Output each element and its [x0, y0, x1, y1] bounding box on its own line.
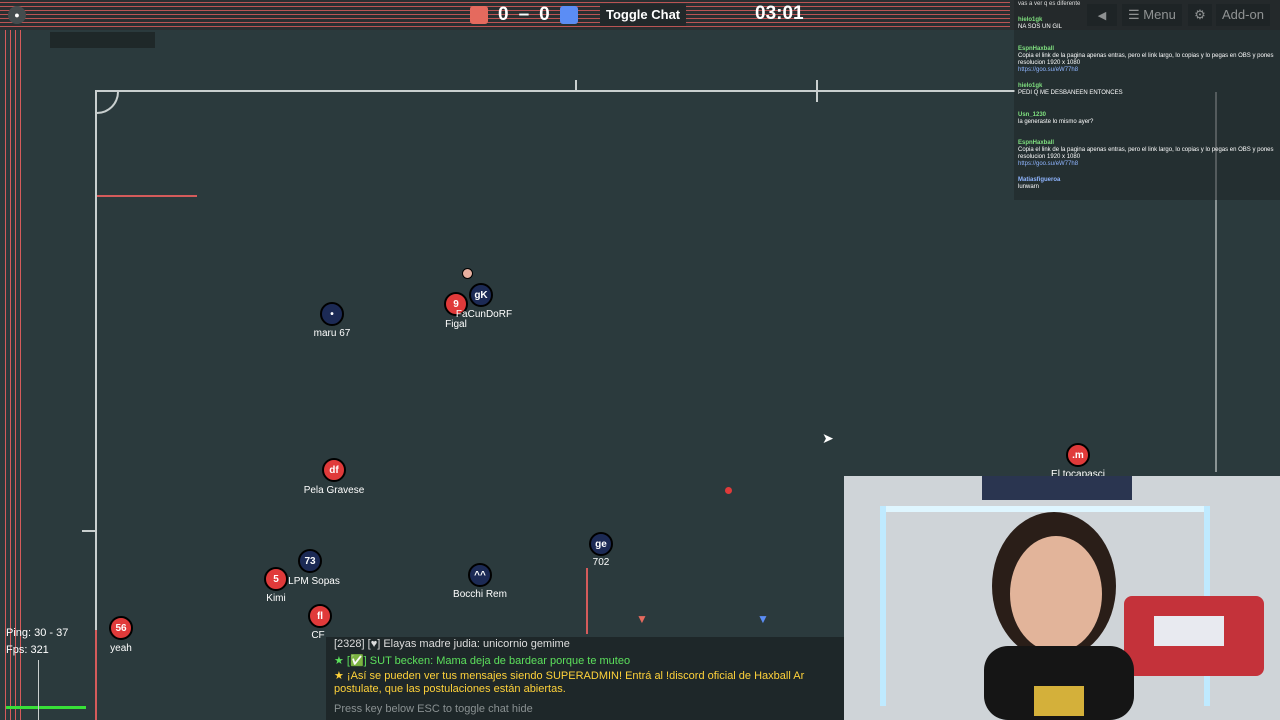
chat-link[interactable]: https://goo.su/eW77h8: [1018, 161, 1079, 167]
field-mark: [82, 530, 96, 532]
player-token: ^^: [468, 563, 492, 587]
chat-username: Usn_1230: [1018, 112, 1047, 118]
border-stripe: [10, 30, 11, 720]
score-blue: 0: [539, 4, 550, 25]
chat-username: hielo1gk: [1018, 17, 1043, 23]
player-token: df: [322, 458, 346, 482]
player-token: 56: [109, 616, 133, 640]
chat-text: Copia el link de la pagina apenas entras…: [1018, 53, 1274, 66]
player-name: Bocchi Rem: [453, 589, 507, 600]
blank-box: [50, 32, 155, 48]
score-red: 0: [498, 4, 509, 25]
red-team-icon: [470, 6, 488, 24]
chat-message: EspnHaxball Copia el link de la pagina a…: [1018, 46, 1276, 74]
border-stripe: [5, 30, 6, 720]
blue-team-icon: [559, 6, 578, 24]
player-name: Kimi: [266, 593, 286, 604]
player-token: 73: [298, 549, 322, 573]
chat-input-hint[interactable]: Press key below ESC to toggle chat hide: [334, 703, 533, 715]
blue-arrow-icon: ▼: [757, 612, 769, 626]
ping-display: Ping: 30 - 37: [6, 627, 69, 639]
player-token: •: [320, 302, 344, 326]
chat-text: lunwarn: [1018, 184, 1040, 190]
field-mark: [38, 660, 39, 720]
player-token: fl: [308, 604, 332, 628]
chat-message: Usn_1230 la generaste lo mismo ayer?: [1018, 112, 1276, 126]
field-right-line: [1215, 92, 1217, 472]
field-mark: [575, 80, 577, 92]
ball: [725, 487, 732, 494]
mouse-cursor-icon: ➤: [822, 430, 834, 446]
chat-message: EspnHaxball Copia el link de la pagina a…: [1018, 140, 1276, 168]
border-stripe: [15, 30, 16, 720]
field-mark: [816, 80, 818, 102]
fps-display: Fps: 321: [6, 644, 49, 656]
match-timer: 03:01: [755, 3, 804, 24]
player-name: Figal: [445, 319, 467, 330]
chat-username: EspnHaxball: [1018, 140, 1055, 146]
webcam-image: [844, 476, 1280, 720]
player-name: LPM Sopas: [288, 576, 340, 587]
corner-arc: [97, 92, 119, 114]
webcam-feed: [844, 476, 1280, 720]
chat-message: Matiasfigueroa lunwarn: [1018, 177, 1276, 191]
player-token: ge: [589, 532, 613, 556]
player-name: Pela Gravese: [303, 485, 365, 496]
chat-text: la generaste lo mismo ayer?: [1018, 119, 1094, 125]
red-field-line: [586, 568, 588, 634]
player-name: yeah: [110, 643, 132, 654]
record-icon[interactable]: ●: [8, 6, 26, 24]
player-name: CF: [311, 630, 325, 641]
player-token: 5: [264, 567, 288, 591]
chat-line: ★ ¡Así se pueden ver tus mensajes siendo…: [334, 670, 805, 682]
chat-username: Matiasfigueroa: [1018, 177, 1061, 183]
chat-username: EspnHaxball: [1018, 46, 1055, 52]
border-stripe: [20, 30, 21, 720]
scoreboard: 0 – 0: [470, 3, 578, 27]
ping-graph: [6, 706, 86, 709]
red-arrow-icon: ▼: [636, 612, 648, 626]
red-field-line: [95, 630, 97, 720]
player-name: maru 67: [313, 328, 351, 339]
chat-message: hielo1gk PEDI Q ME DESBANEEN ENTONCES: [1018, 83, 1276, 97]
player-token: 9: [444, 292, 468, 316]
chat-text: Copia el link de la pagina apenas entras…: [1018, 147, 1274, 160]
chat-username: hielo1gk: [1018, 83, 1043, 89]
game-chat-log: [2328] [♥] Elayas madre judia: unicornio…: [326, 637, 844, 720]
field-top-line: [95, 90, 1015, 92]
player-name: FaCunDoRF: [455, 309, 513, 320]
toggle-chat-button[interactable]: Toggle Chat: [600, 4, 687, 26]
field-left-line: [95, 90, 97, 720]
player-token: gK: [469, 283, 493, 307]
chat-text: PEDI Q ME DESBANEEN ENTONCES: [1018, 90, 1123, 96]
room-chat-panel: vas a ver q es diferente hielo1gk NA SOS…: [1014, 0, 1280, 200]
red-field-line: [97, 195, 197, 197]
player-name: 702: [592, 557, 610, 568]
ball-marker: [462, 268, 473, 279]
chat-message: hielo1gk NA SOS UN GIL: [1018, 17, 1276, 31]
score-separator: –: [518, 4, 530, 25]
chat-line: ★ [✅] SUT becken: Mama deja de bardear p…: [334, 655, 631, 667]
chat-line: postulate, que las postulaciones están a…: [334, 683, 566, 695]
player-token: .m: [1066, 443, 1090, 467]
chat-link[interactable]: https://goo.su/eW77h8: [1018, 67, 1079, 73]
chat-message: vas a ver q es diferente: [1018, 1, 1081, 7]
chat-text: NA SOS UN GIL: [1018, 24, 1063, 30]
player-name: El tocapasci: [1051, 469, 1105, 480]
chat-line: [2328] [♥] Elayas madre judia: unicornio…: [334, 638, 570, 650]
